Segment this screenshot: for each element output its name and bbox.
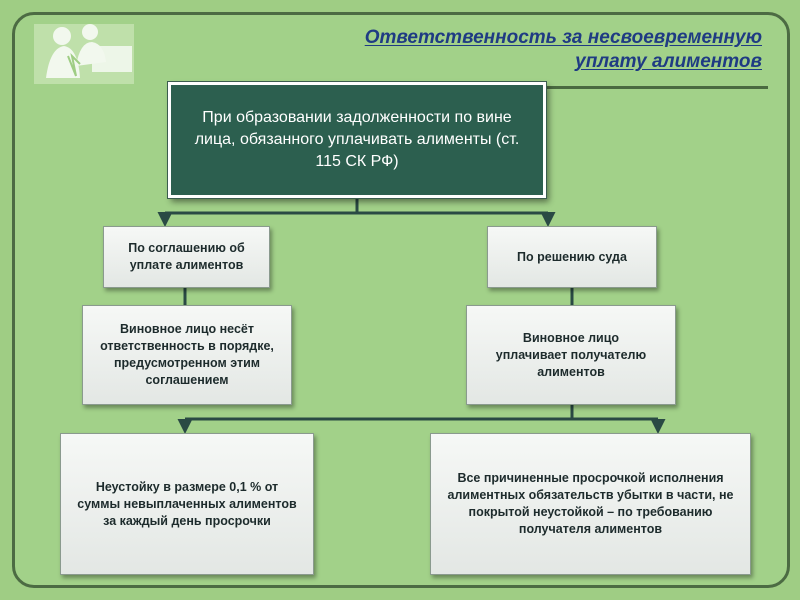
agreement-consequence-box: Виновное лицо несёт ответственность в по… (82, 305, 292, 405)
slide-title: Ответственность за несвоевременную уплат… (292, 26, 762, 74)
title-line-1: Ответственность за несвоевременную (364, 27, 762, 48)
court-consequence-box: Виновное лицо уплачивает получателю алим… (466, 305, 676, 405)
people-logo-icon (34, 24, 134, 84)
court-branch-box: По решению суда (487, 226, 657, 288)
title-line-2: уплату алиментов (575, 51, 762, 72)
agreement-branch-box: По соглашению об уплате алиментов (103, 226, 270, 288)
root-condition-box: При образовании задолженности по вине ли… (167, 81, 547, 199)
losses-outcome-box: Все причиненные просрочкой исполнения ал… (430, 433, 751, 575)
penalty-outcome-box: Неустойку в размере 0,1 % от суммы невып… (60, 433, 314, 575)
